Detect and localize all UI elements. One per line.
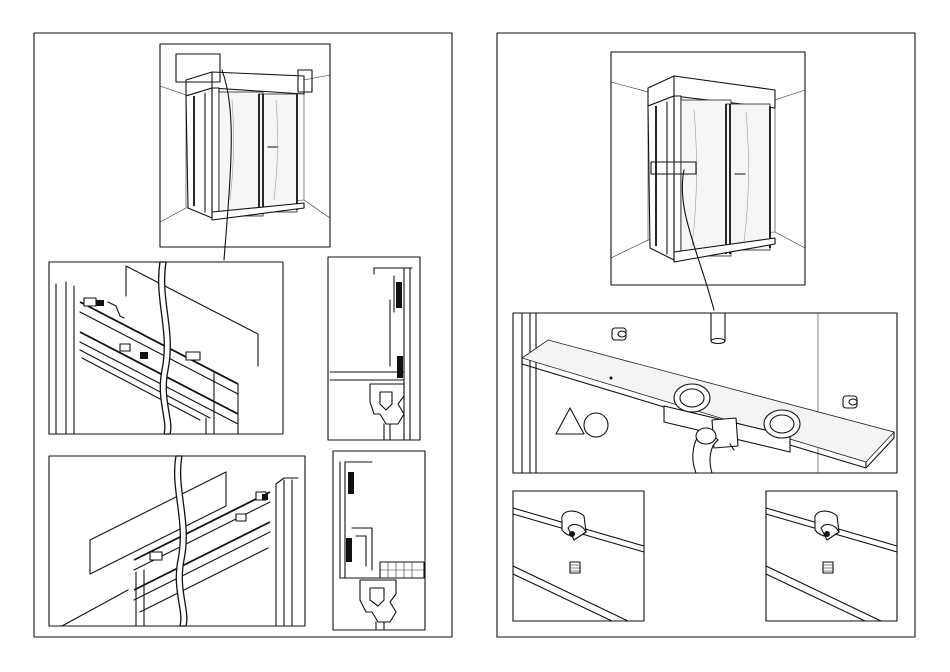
bottom-rail-section-b: [333, 451, 425, 630]
triangle-icon: [556, 408, 584, 434]
top-rail-section-a: [328, 257, 420, 440]
shelf-bracket-detail-left: [513, 491, 644, 621]
left-sheet: [34, 33, 452, 637]
bottom-rail-front-detail: [49, 456, 305, 626]
right-sheet: [497, 33, 915, 637]
shelf-bracket-detail-right: [766, 491, 897, 621]
enclosure-overview-top-rail: [160, 44, 330, 260]
shelf-mounting-detail: [513, 313, 897, 473]
enclosure-overview-shelf: [611, 52, 805, 310]
circle-icon: [584, 413, 608, 437]
top-rail-front-detail: [49, 262, 283, 434]
